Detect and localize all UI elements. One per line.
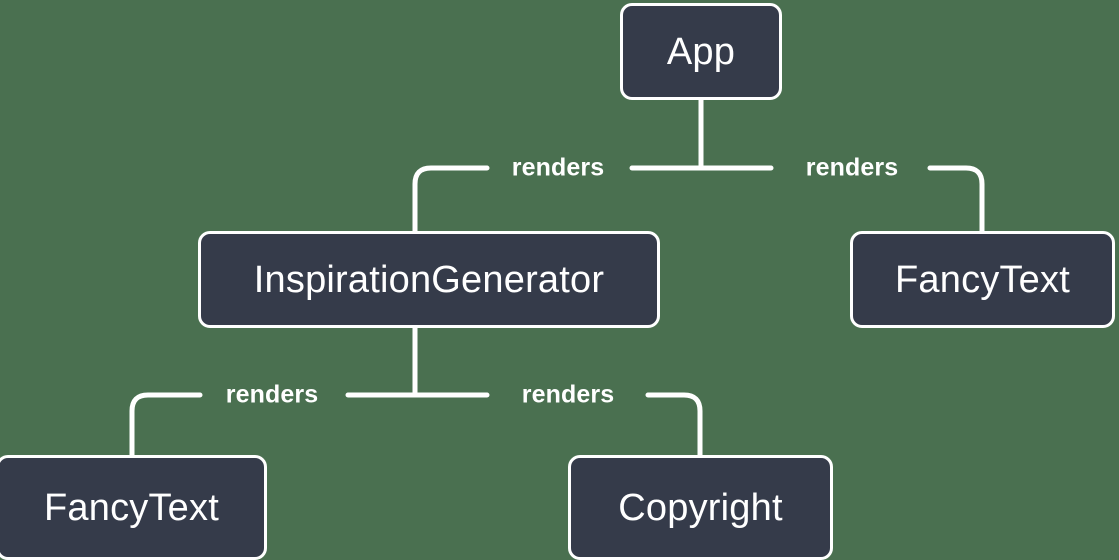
- edge-app-to-inspiration: [412, 165, 490, 234]
- node-fancytext-left[interactable]: FancyText: [0, 455, 267, 560]
- node-copyright-label: Copyright: [618, 486, 783, 529]
- node-inspiration-generator[interactable]: InspirationGenerator: [198, 231, 660, 328]
- edge-label-inspiration-to-fancytext: renders: [225, 380, 319, 409]
- node-copyright[interactable]: Copyright: [568, 455, 833, 560]
- edge-label-app-to-fancytext: renders: [805, 153, 899, 182]
- node-inspiration-generator-label: InspirationGenerator: [253, 258, 605, 301]
- edge-app-to-fancytext: [927, 165, 985, 234]
- edge-label-inspiration-to-copyright: renders: [521, 380, 615, 409]
- edge-inspiration-to-fancytext: [129, 392, 203, 458]
- node-fancytext-right-label: FancyText: [895, 258, 1070, 301]
- node-fancytext-left-label: FancyText: [44, 486, 219, 529]
- edge-label-app-to-inspiration: renders: [511, 153, 605, 182]
- edge-inspiration-to-copyright: [645, 392, 703, 458]
- node-fancytext-right[interactable]: FancyText: [850, 231, 1115, 328]
- node-app-label: App: [666, 30, 736, 73]
- node-app[interactable]: App: [620, 3, 782, 100]
